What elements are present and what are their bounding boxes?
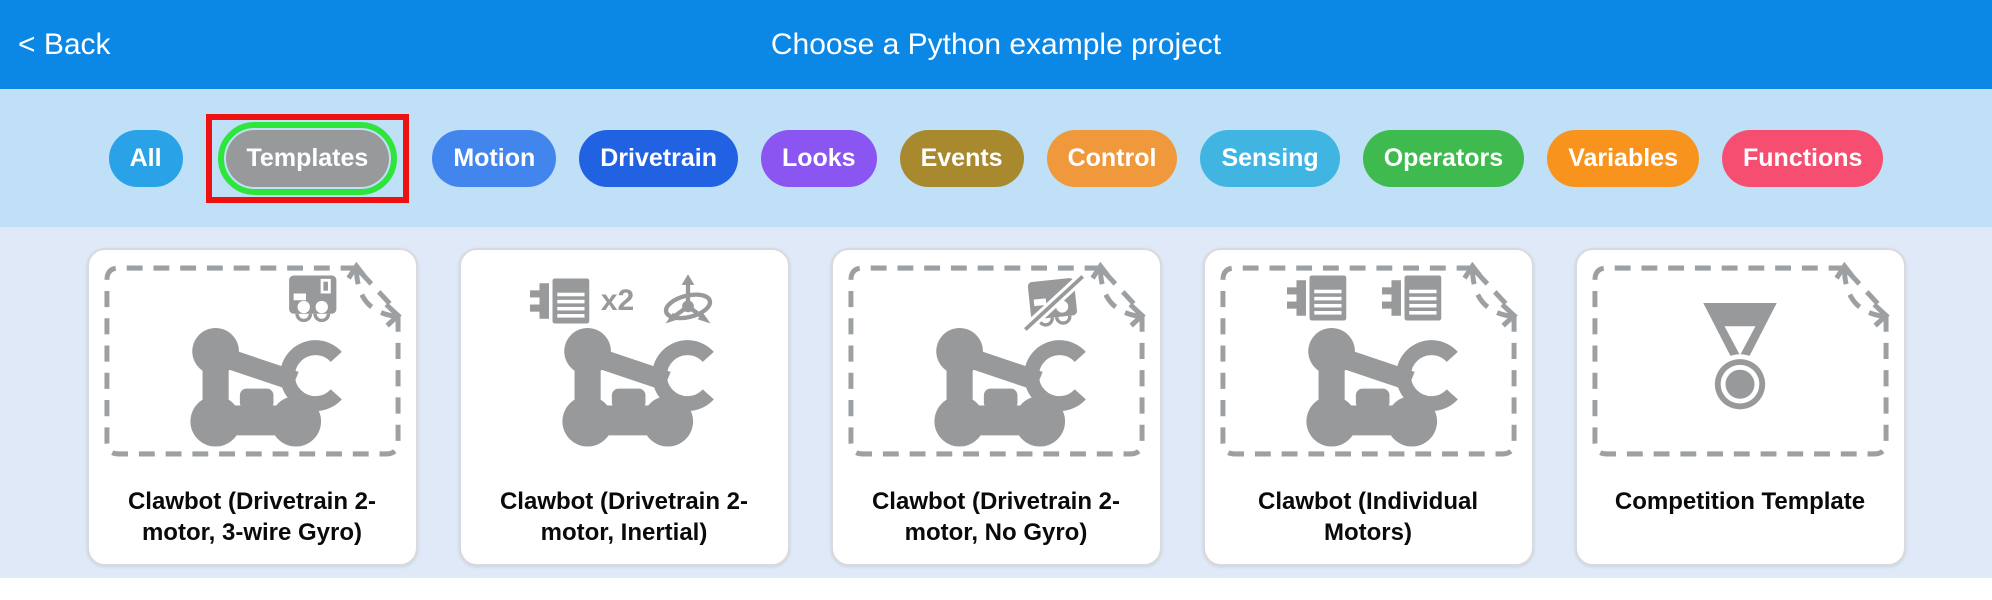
selection-annotation-ring: Templates [217,121,398,195]
filter-pill-label: Looks [781,143,856,172]
dashed-frame-icon [1219,262,1518,457]
badge: x2 [530,277,634,325]
filter-pill-label: Templates [246,143,369,172]
header: < Back Choose a Python example project [0,0,1992,89]
project-card-title: Clawbot (Drivetrain 2-motor, 3-wire Gyro… [127,488,377,547]
clawbot-illustration [525,314,723,454]
project-card-title: Clawbot (Individual Motors) [1258,488,1478,547]
project-card-0[interactable]: Clawbot (Drivetrain 2-motor, 3-wire Gyro… [86,248,418,566]
filter-pill-looks[interactable]: Looks [760,129,877,187]
dashed-frame-icon [847,262,1146,457]
filter-pill-label: Variables [1568,143,1678,172]
filter-pill-label: All [129,143,162,172]
filter-pill-variables[interactable]: Variables [1547,129,1699,187]
filter-pill-row: All Templates Motion Drivetrain Looks Events C… [108,113,1884,203]
project-card-2[interactable]: Clawbot (Drivetrain 2-motor, No Gyro) [830,248,1162,566]
filter-pill-label: Sensing [1221,143,1319,172]
project-preview [1217,262,1520,460]
dashed-frame-icon [1591,262,1890,457]
filter-pill-events[interactable]: Events [899,129,1024,187]
project-card-1[interactable]: x2 Clawbot (Drivetrain 2-motor, Inertial… [458,248,790,566]
dashed-frame-icon [103,262,402,457]
filter-pill-operators[interactable]: Operators [1362,129,1525,187]
filter-pill-drivetrain[interactable]: Drivetrain [579,129,738,187]
selection-annotation-box: Templates [205,113,410,203]
filter-pill-label: Operators [1383,143,1504,172]
filter-pill-control[interactable]: Control [1046,129,1178,187]
filter-pill-label: Functions [1743,143,1863,172]
content-area: Clawbot (Drivetrain 2-motor, 3-wire Gyro… [0,227,1992,600]
project-card-4[interactable]: Competition Template [1574,248,1906,566]
project-preview [1589,262,1892,460]
medal-icon [1682,301,1798,421]
filter-pill-label: Events [920,143,1003,172]
clawbot-illustration [897,314,1095,454]
filter-pill-label: Motion [453,143,536,172]
project-card-list: Clawbot (Drivetrain 2-motor, 3-wire Gyro… [0,227,1992,566]
bottom-strip [0,578,1992,600]
project-card-title: Competition Template [1614,488,1866,515]
project-preview [845,262,1148,460]
filter-pill-templates[interactable]: Templates [225,129,390,187]
project-preview [101,262,404,460]
clawbot-illustration [1269,314,1467,454]
filter-pill-label: Control [1067,143,1157,172]
filter-pill-sensing[interactable]: Sensing [1200,129,1340,187]
filter-pill-label: Drivetrain [600,143,717,172]
badge-count-label: x2 [600,284,635,317]
project-card-title: Clawbot (Drivetrain 2-motor, No Gyro) [871,488,1121,547]
project-preview: x2 [473,262,776,460]
project-card-3[interactable]: Clawbot (Individual Motors) [1202,248,1534,566]
page-title: Choose a Python example project [770,27,1222,61]
project-card-title: Clawbot (Drivetrain 2-motor, Inertial) [499,488,749,547]
back-button[interactable]: < Back [18,27,111,61]
filter-pill-functions[interactable]: Functions [1722,129,1884,187]
filter-pill-all[interactable]: All [108,129,183,187]
filter-pill-motion[interactable]: Motion [432,129,557,187]
badge-row: x2 [487,274,762,328]
filter-bar: All Templates Motion Drivetrain Looks Events C… [0,89,1992,227]
clawbot-illustration [153,314,351,454]
